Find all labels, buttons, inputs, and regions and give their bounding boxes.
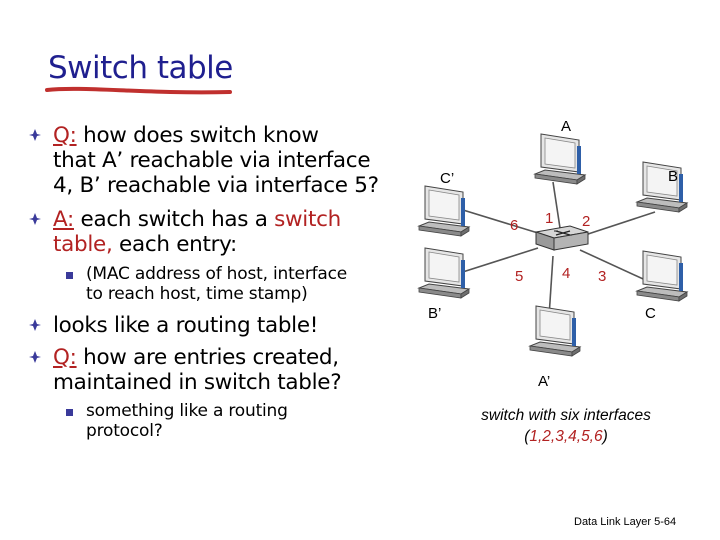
switch-icon — [535, 225, 589, 251]
host-c-prime-icon — [418, 185, 470, 237]
title-underline — [45, 86, 232, 95]
host-b-prime-icon — [418, 247, 470, 299]
host-label-b-prime: B’ — [428, 305, 442, 322]
host-label-a-prime: A’ — [538, 373, 551, 390]
sub-bullet-square-icon — [66, 272, 73, 279]
diagram-caption: switch with six interfaces (1,2,3,4,5,6) — [446, 405, 686, 447]
interface-label-5: 5 — [515, 268, 524, 285]
caption-line-1: switch with six interfaces — [481, 407, 651, 424]
host-label-c: C — [645, 305, 656, 322]
bullet-4-line-1: Q: how are entries created, — [53, 345, 339, 370]
bullet-diamond-icon — [29, 351, 41, 363]
bullet-3: looks like a routing table! — [53, 313, 319, 338]
bullet-1-line-3: 4, B’ reachable via interface 5? — [53, 173, 379, 198]
link-b — [581, 211, 656, 237]
bullet-4-line-2: maintained in switch table? — [53, 370, 342, 395]
interface-label-1: 1 — [545, 210, 554, 227]
bullet-diamond-icon — [29, 129, 41, 141]
bullet-diamond-icon — [29, 319, 41, 331]
bullet-1-line-2: that A’ reachable via interface — [53, 148, 371, 173]
host-a-icon — [534, 133, 586, 185]
slide-footer: Data Link Layer 5-64 — [574, 516, 677, 528]
interface-label-6: 6 — [510, 217, 519, 234]
bullet-2-line-2: table, each entry: — [53, 232, 237, 257]
sub-bullet-1-line-2: to reach host, time stamp) — [86, 284, 308, 304]
sub-bullet-1-line-1: (MAC address of host, interface — [86, 264, 348, 284]
interface-label-4: 4 — [562, 265, 571, 282]
host-label-a: A — [561, 118, 572, 135]
link-a — [552, 181, 561, 229]
slide-title: Switch table — [48, 50, 233, 86]
host-a-prime-icon — [529, 305, 581, 357]
host-label-c-prime: C’ — [440, 170, 455, 187]
bullet-diamond-icon — [29, 213, 41, 225]
caption-line-2: (1,2,3,4,5,6) — [524, 428, 608, 445]
link-c — [579, 249, 655, 285]
host-label-b: B — [668, 168, 679, 185]
sub-bullet-2-line-1: something like a routing — [86, 401, 288, 421]
bullet-2-line-1: A: each switch has a switch — [53, 207, 341, 232]
bullet-1-line-1: Q: how does switch know — [53, 123, 319, 148]
sub-bullet-2-line-2: protocol? — [86, 421, 163, 441]
host-b-icon — [636, 161, 688, 213]
interface-label-2: 2 — [582, 213, 591, 230]
host-c-icon — [636, 250, 688, 302]
sub-bullet-square-icon — [66, 409, 73, 416]
interface-label-3: 3 — [598, 268, 607, 285]
